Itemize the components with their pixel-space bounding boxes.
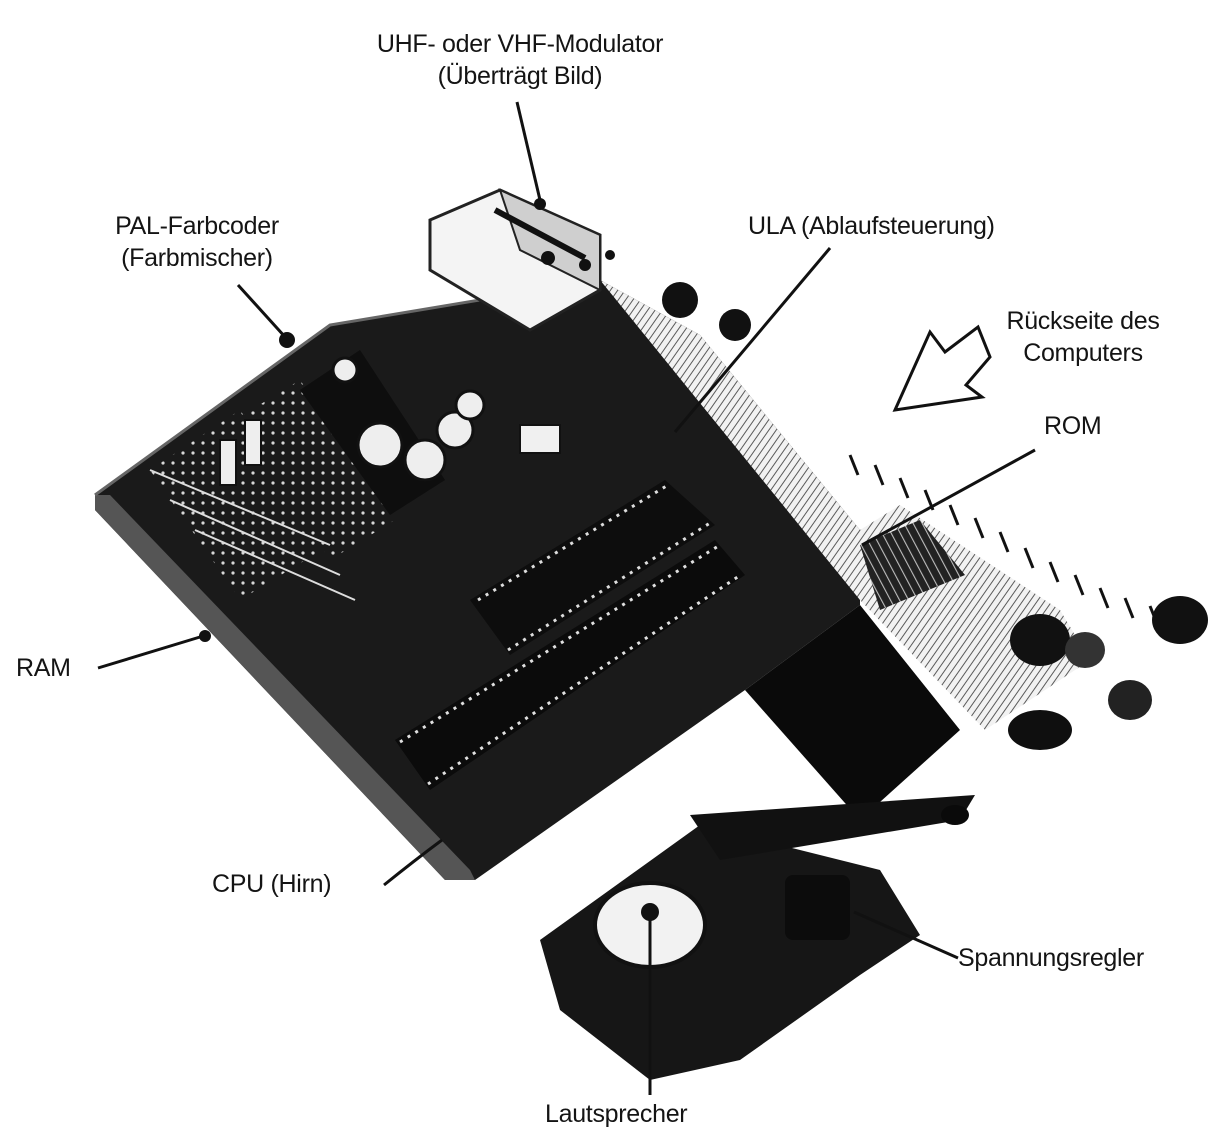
leader-ram — [98, 637, 200, 668]
label-pal: PAL-Farbcoder (Farbmischer) — [72, 210, 322, 274]
label-back-line2: Computers — [968, 337, 1198, 369]
leader-rom — [862, 450, 1035, 545]
label-back: Rückseite des Computers — [968, 305, 1198, 369]
label-modulator-line1: UHF- oder VHF-Modulator — [320, 28, 720, 60]
label-modulator-line2: (Überträgt Bild) — [320, 60, 720, 92]
label-ram: RAM — [16, 652, 71, 684]
leader-modulator — [517, 102, 540, 200]
label-speaker: Lautsprecher — [545, 1098, 687, 1130]
label-modulator: UHF- oder VHF-Modulator (Überträgt Bild) — [320, 28, 720, 92]
label-pal-line2: (Farbmischer) — [72, 242, 322, 274]
label-ula: ULA (Ablaufsteuerung) — [748, 210, 995, 242]
label-rom: ROM — [1044, 410, 1101, 442]
leader-pal — [238, 285, 286, 338]
label-cpu: CPU (Hirn) — [212, 868, 331, 900]
label-regulator: Spannungsregler — [958, 942, 1144, 974]
label-back-line1: Rückseite des — [968, 305, 1198, 337]
label-pal-line1: PAL-Farbcoder — [72, 210, 322, 242]
